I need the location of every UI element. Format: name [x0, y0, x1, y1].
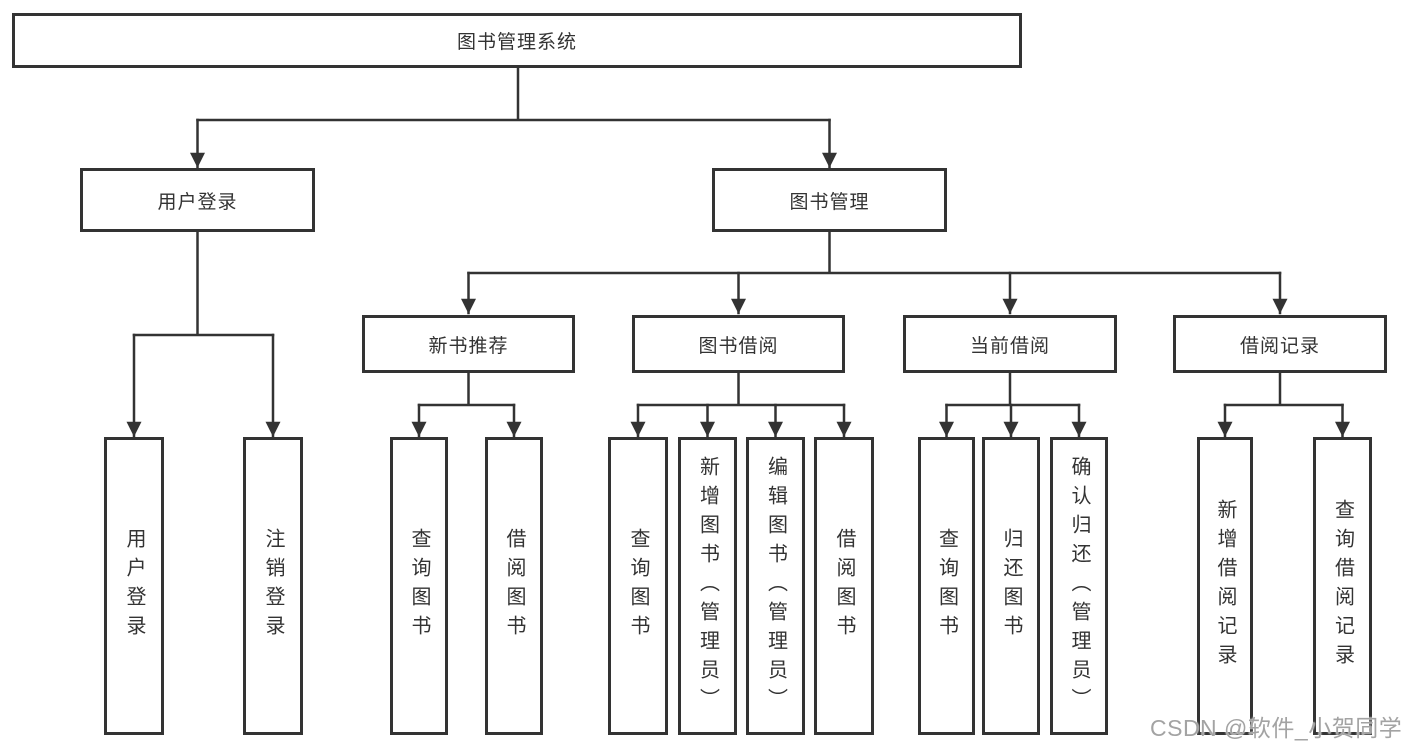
- connector-root-to-level2: [190, 66, 837, 169]
- leaf-borrow-query-book: 查询图书: [608, 437, 668, 735]
- node-label: 图书借阅: [698, 335, 779, 357]
- leaf-label: 用户登录: [123, 528, 145, 644]
- leaf-label: 借阅图书: [833, 528, 855, 644]
- connector-book-management-branch: [461, 230, 1288, 315]
- leaf-label: 查询图书: [408, 528, 430, 644]
- leaf-current-return-book: 归还图书: [982, 437, 1040, 735]
- csdn-watermark: CSDN @软件_小贺同学: [1150, 715, 1403, 741]
- connector-book-borrow: [630, 371, 852, 438]
- leaf-recommend-borrow-book: 借阅图书: [485, 437, 543, 735]
- connector-new-book-recommend: [411, 371, 522, 438]
- node-label: 新书推荐: [428, 335, 509, 357]
- node-label: 图书管理: [789, 191, 870, 213]
- leaf-current-query-book: 查询图书: [918, 437, 975, 735]
- leaf-label: 新增借阅记录: [1214, 499, 1236, 673]
- leaf-label: 归还图书: [1000, 528, 1022, 644]
- node-user-login-branch: 用户登录: [80, 168, 315, 232]
- node-label: 用户登录: [157, 191, 238, 213]
- node-label: 当前借阅: [969, 335, 1050, 357]
- connector-current-borrow: [939, 371, 1087, 438]
- leaf-borrow-add-book-admin: 新增图书（管理员）: [678, 437, 737, 735]
- leaf-user-login: 用户登录: [104, 437, 164, 735]
- node-label: 借阅记录: [1239, 335, 1320, 357]
- node-root: 图书管理系统: [12, 13, 1022, 68]
- node-root-label: 图书管理系统: [456, 32, 577, 53]
- leaf-label: 查询图书: [627, 528, 649, 644]
- leaf-label: 查询图书: [935, 528, 958, 644]
- leaf-borrow-edit-book-admin: 编辑图书（管理员）: [746, 437, 805, 735]
- leaf-borrow-borrow-book: 借阅图书: [814, 437, 874, 735]
- leaf-label: 新增图书（管理员）: [696, 455, 719, 717]
- node-borrow-records: 借阅记录: [1173, 315, 1387, 373]
- leaf-records-add: 新增借阅记录: [1197, 437, 1253, 735]
- leaf-label: 查询借阅记录: [1331, 499, 1354, 673]
- node-book-borrow: 图书借阅: [632, 315, 845, 373]
- leaf-current-confirm-return-admin: 确认归还（管理员）: [1050, 437, 1108, 735]
- leaf-label: 编辑图书（管理员）: [764, 455, 787, 717]
- leaf-logout: 注销登录: [243, 437, 303, 735]
- connector-user-login-branch: [126, 230, 281, 438]
- leaf-label: 借阅图书: [503, 528, 525, 644]
- node-new-book-recommend: 新书推荐: [362, 315, 575, 373]
- connector-borrow-records: [1217, 371, 1350, 438]
- node-current-borrow: 当前借阅: [903, 315, 1117, 373]
- leaf-recommend-query-book: 查询图书: [390, 437, 448, 735]
- leaf-records-query: 查询借阅记录: [1313, 437, 1372, 735]
- leaf-label: 确认归还（管理员）: [1068, 455, 1090, 717]
- leaf-label: 注销登录: [262, 528, 284, 644]
- node-book-management-branch: 图书管理: [712, 168, 947, 232]
